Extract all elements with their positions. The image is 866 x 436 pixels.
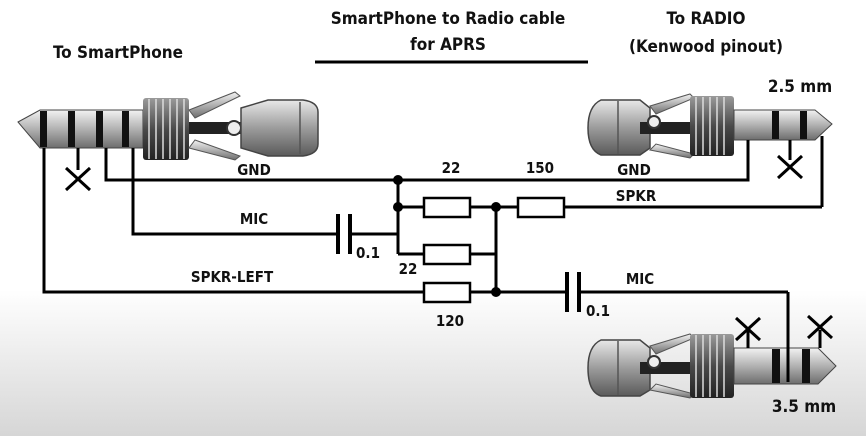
smartphone-plug	[17, 91, 319, 161]
diagram-title-line2: for APRS	[410, 35, 486, 55]
mic-right-label: MIC	[626, 270, 654, 288]
resistor-22-top	[422, 196, 472, 219]
resistor-150-value: 150	[526, 159, 554, 177]
diagram-title-line1: SmartPhone to Radio cable	[331, 9, 566, 29]
resistor-120	[422, 281, 472, 304]
resistor-22-top-value: 22	[442, 159, 461, 177]
radio-label-line1: To RADIO	[666, 9, 745, 29]
wires	[42, 136, 824, 382]
radio-plug-3-5mm	[587, 333, 837, 399]
mic-left-label: MIC	[240, 210, 268, 228]
capacitor-right	[565, 272, 581, 312]
resistor-120-value: 120	[436, 312, 464, 330]
capacitor-left-value: 0.1	[356, 244, 380, 262]
radio-bottom-size-label: 3.5 mm	[772, 397, 836, 417]
capacitor-right-value: 0.1	[586, 302, 610, 320]
resistor-150	[516, 196, 566, 219]
smartphone-label: To SmartPhone	[53, 43, 183, 63]
gnd-left-label: GND	[237, 161, 271, 179]
no-connect-marks	[64, 154, 834, 342]
radio-top-size-label: 2.5 mm	[768, 77, 832, 97]
junction-nodes	[393, 175, 501, 297]
spkr-left-label: SPKR-LEFT	[191, 268, 274, 286]
capacitor-left	[336, 214, 352, 254]
gnd-right-label: GND	[617, 161, 651, 179]
resistor-22-bottom-value: 22	[399, 260, 418, 278]
resistor-22-bottom	[422, 243, 472, 266]
radio-plug-2-5mm	[587, 93, 833, 159]
radio-label-line2: (Kenwood pinout)	[629, 37, 783, 57]
spkr-label: SPKR	[616, 187, 657, 205]
